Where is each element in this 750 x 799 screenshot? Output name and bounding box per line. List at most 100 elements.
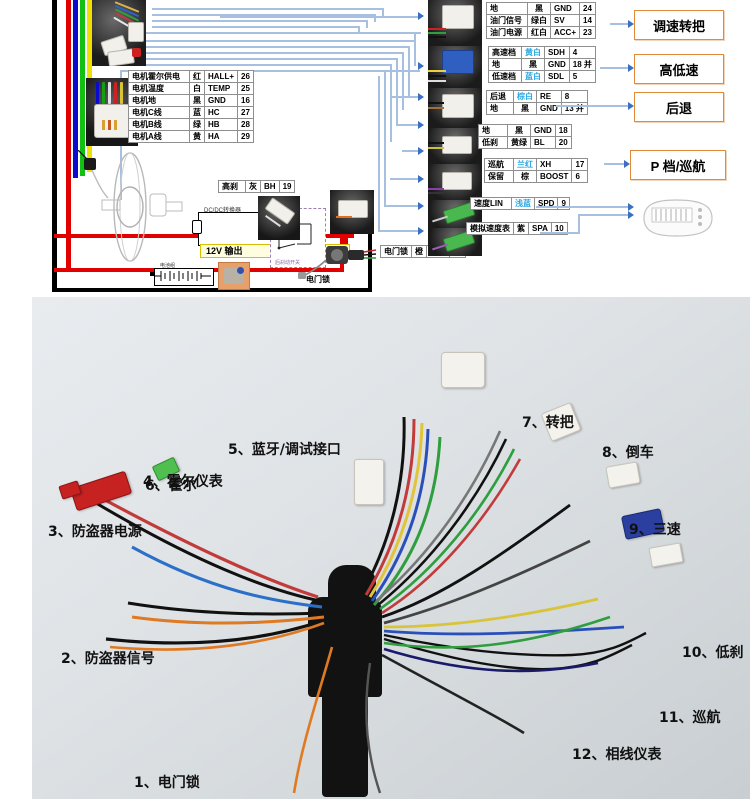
- cell-name: 油门信号: [486, 14, 528, 27]
- battery-label: 电池组: [160, 263, 176, 269]
- harness-wires: [91, 416, 647, 794]
- cell-color: 棕白: [513, 90, 537, 103]
- routing-line: [146, 40, 414, 42]
- cell-color: 黑: [513, 102, 537, 115]
- callout-reverse: 后退: [634, 92, 724, 122]
- cell-signal: TEMP: [204, 82, 238, 95]
- cell-pin: 25: [237, 82, 254, 95]
- routing-arrow: [628, 203, 634, 211]
- cell-pin: 6: [571, 170, 589, 183]
- dc-converter-terminal-left: [192, 220, 202, 234]
- dashboard-meter-illustration: [643, 199, 713, 237]
- routing-arrow: [628, 211, 634, 219]
- routing-arrow: [628, 64, 634, 72]
- cell-signal: HB: [204, 118, 238, 131]
- routing-line: [600, 67, 632, 69]
- cell-color: 蓝白: [521, 70, 545, 83]
- cell-name: 低刹: [478, 136, 508, 149]
- cell-name: 电机温度: [128, 82, 190, 95]
- cell-name: 地: [486, 2, 528, 15]
- cell-signal: XH: [535, 158, 573, 171]
- photo-key-lock-connector: [330, 190, 374, 234]
- brake-switch-bottom-label: 后刹动开关: [275, 260, 301, 266]
- routing-line: [610, 23, 632, 25]
- routing-arrow: [628, 20, 634, 28]
- cell-color: 黄白: [521, 46, 545, 59]
- cell-color: 橙: [411, 245, 427, 258]
- cell-name: 地: [488, 58, 522, 71]
- cell-name: 高速档: [488, 46, 522, 59]
- cell-name: 高刹: [218, 180, 246, 193]
- photo-cruise-connector: [428, 164, 482, 200]
- routing-arrow: [418, 121, 424, 129]
- cell-name: 模拟速度表: [466, 222, 514, 235]
- cell-signal: SDL: [544, 70, 570, 83]
- cell-name: 电机B线: [128, 118, 190, 131]
- routing-line: [152, 26, 358, 28]
- cell-pin: 16: [237, 94, 254, 107]
- cell-signal: BH: [260, 180, 280, 193]
- cell-pin: 14: [579, 14, 596, 27]
- routing-line: [146, 64, 390, 66]
- cell-color: 白: [189, 82, 205, 95]
- cell-name: 电机霍尔供电: [128, 70, 190, 83]
- cell-signal: HA: [204, 130, 238, 143]
- cell-signal: SV: [549, 14, 581, 27]
- routing-line: [414, 32, 416, 66]
- cell-name: 巡航: [484, 158, 514, 171]
- harness-label-9: 9、三速: [629, 522, 681, 538]
- wire-stripe-red: [66, 0, 71, 268]
- cell-pin: 27: [237, 106, 254, 119]
- wire-stripe-green: [80, 0, 85, 176]
- routing-line: [396, 58, 398, 126]
- harness-label-4: 4、霍尔仪表: [143, 474, 223, 490]
- routing-line: [366, 20, 368, 28]
- photo-reverse-connector: [428, 88, 482, 128]
- cell-name: 电机A线: [128, 130, 190, 143]
- ignition-lock-illustration: [298, 246, 377, 279]
- routing-arrow: [418, 62, 424, 70]
- cell-color: 黄绿: [507, 136, 531, 149]
- routing-frame: [120, 70, 420, 72]
- cell-color: 浅蓝: [511, 197, 535, 210]
- cell-color: 黑: [507, 124, 531, 137]
- battery-symbol-box: [154, 268, 214, 286]
- routing-line: [378, 76, 380, 231]
- cell-pin: 5: [568, 70, 596, 83]
- cell-signal: SDH: [544, 46, 570, 59]
- harness-neck: [328, 565, 376, 611]
- cell-signal: GND: [536, 102, 562, 115]
- photo-low-brake-connector: [428, 128, 482, 164]
- cell-signal: GND: [549, 2, 581, 15]
- cell-pin: 18: [554, 124, 572, 137]
- cell-signal: HALL+: [204, 70, 238, 83]
- cell-name: 电机C线: [128, 106, 190, 119]
- harness-label-3: 3、防盗器电源: [48, 524, 142, 540]
- connector-bluetooth-debug: [354, 459, 384, 505]
- routing-arrow: [418, 12, 424, 20]
- cell-pin: 19: [278, 180, 296, 193]
- routing-line: [536, 206, 632, 208]
- cell-name: 保留: [484, 170, 514, 183]
- routing-line: [152, 14, 374, 16]
- routing-line: [402, 150, 420, 152]
- routing-line: [408, 46, 410, 98]
- battery-symbol: [155, 271, 211, 281]
